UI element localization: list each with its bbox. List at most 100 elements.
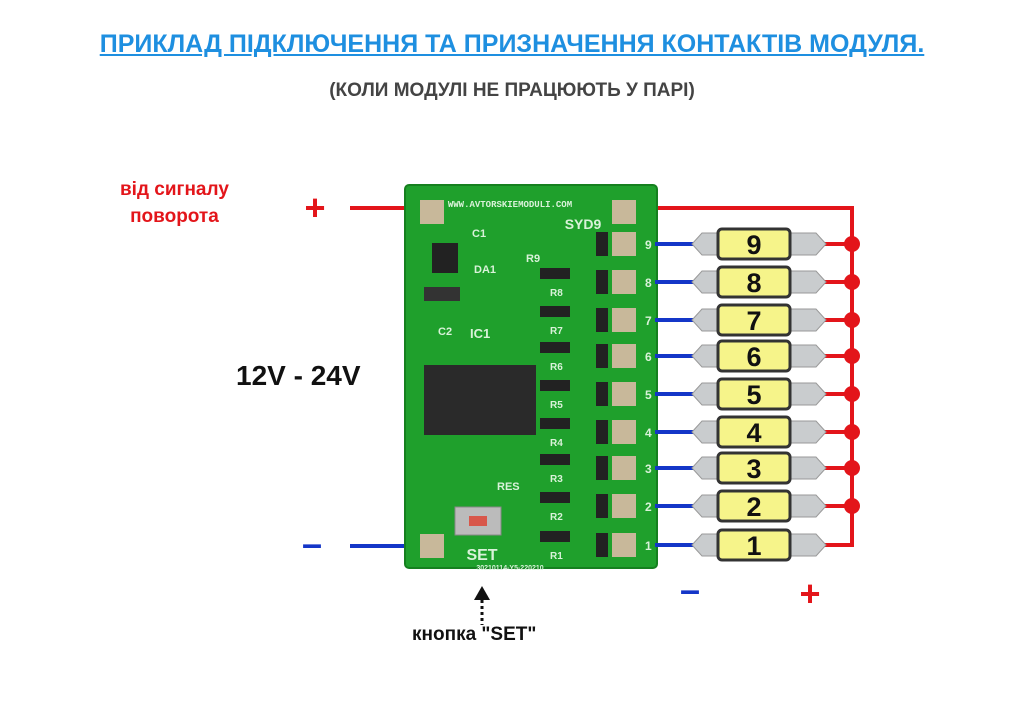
lamp-body: [716, 339, 792, 373]
transistor: [596, 420, 608, 444]
junction-dot: [844, 460, 860, 476]
minus-output-sign: –: [680, 569, 700, 610]
plus-output-sign: +: [799, 573, 820, 614]
transistor: [596, 382, 608, 406]
junction-dot: [844, 498, 860, 514]
page-subtitle: (КОЛИ МОДУЛІ НЕ ПРАЦЮЮТЬ У ПАРІ): [329, 80, 695, 101]
lamp-number: 6: [746, 342, 761, 372]
lamp-cap-right: [787, 420, 827, 444]
output-number: 6: [645, 350, 652, 364]
lamp-cap-right: [787, 308, 827, 332]
resistor-label: R3: [550, 474, 563, 485]
lamp-cap-left: [691, 344, 721, 368]
lamp-body: [716, 227, 792, 261]
set-button-label: кнопка "SET": [412, 624, 537, 645]
lamp-cap-right: [787, 344, 827, 368]
transistor: [596, 232, 608, 256]
lamp-cap-right: [787, 270, 827, 294]
lamp-body: [716, 377, 792, 411]
pcb-ic1: IC1: [470, 326, 490, 341]
junction-dot: [844, 386, 860, 402]
regulator-chip: [432, 243, 458, 273]
resistor-label: R1: [550, 551, 563, 562]
transistor: [596, 456, 608, 480]
junction-dot: [844, 236, 860, 252]
capacitor-chip: [424, 287, 460, 301]
output-pad: [612, 232, 636, 256]
set-arrow-head: [474, 586, 490, 600]
lamp-cap-left: [691, 308, 721, 332]
lamp-body: [716, 303, 792, 337]
output-number: 4: [645, 426, 652, 440]
pcb-c1: C1: [472, 228, 486, 240]
output-pad: [612, 270, 636, 294]
resistor-label: R5: [550, 400, 563, 411]
minus-input-sign: –: [302, 523, 322, 564]
output-pad: [612, 420, 636, 444]
resistor: [540, 418, 570, 429]
junction-dot: [844, 312, 860, 328]
output-number: 3: [645, 462, 652, 476]
signal-label-line2: поворота: [130, 206, 219, 227]
resistor-label: R7: [550, 326, 563, 337]
lamp-cap-left: [691, 420, 721, 444]
lamp-cap-right: [787, 494, 827, 518]
output-pad: [612, 533, 636, 557]
transistor: [596, 308, 608, 332]
transistor: [596, 270, 608, 294]
resistor-label: R8: [550, 288, 563, 299]
junction-dot: [844, 424, 860, 440]
signal-label: від сигналу поворота: [120, 176, 229, 230]
transistor: [596, 533, 608, 557]
junction-dot: [844, 348, 860, 364]
resistor: [540, 531, 570, 542]
resistor: [540, 268, 570, 279]
transistor: [596, 344, 608, 368]
output-pad: [612, 456, 636, 480]
lamp-cap-right: [787, 232, 827, 256]
ic1-chip: [424, 365, 536, 435]
voltage-label: 12V - 24V: [236, 360, 361, 391]
plus-input-sign: +: [304, 187, 325, 228]
lamp-cap-left: [691, 533, 721, 557]
minus-pad: [420, 534, 444, 558]
output-number: 5: [645, 388, 652, 402]
resistor-label: R2: [550, 512, 563, 523]
page-title: ПРИКЛАД ПІДКЛЮЧЕННЯ ТА ПРИЗНАЧЕННЯ КОНТА…: [99, 30, 925, 58]
lamp-number: 8: [746, 268, 761, 298]
pcb-set: SET: [466, 547, 497, 564]
lamp-cap-right: [787, 382, 827, 406]
lamp-number: 2: [746, 492, 761, 522]
lamp-number: 1: [746, 531, 761, 561]
resistor-label: R4: [550, 438, 563, 449]
lamp-number: 7: [746, 306, 761, 336]
set-button-cap[interactable]: [469, 516, 487, 526]
lamp-cap-left: [691, 494, 721, 518]
lamp-body: [716, 451, 792, 485]
resistor: [540, 454, 570, 465]
signal-label-line1: від сигналу: [120, 179, 229, 200]
lamp-number: 5: [746, 380, 761, 410]
lamp-cap-left: [691, 456, 721, 480]
pcb-model: SYD9: [565, 216, 602, 232]
plus-out-pad: [612, 200, 636, 224]
lamp-cap-right: [787, 533, 827, 557]
pcb-da1: DA1: [474, 264, 496, 276]
pcb-url: WWW.AVTORSKIEMODULI.COM: [448, 200, 572, 210]
pcb-res: RES: [497, 481, 520, 493]
transistor: [596, 494, 608, 518]
lamp-body: [716, 265, 792, 299]
output-pad: [612, 382, 636, 406]
plus-pad: [420, 200, 444, 224]
output-number: 2: [645, 500, 652, 514]
output-pad: [612, 344, 636, 368]
pcb-r9: R9: [526, 253, 540, 265]
output-number: 7: [645, 314, 652, 328]
resistor-label: R6: [550, 362, 563, 373]
lamp-number: 4: [746, 418, 761, 448]
output-pad: [612, 308, 636, 332]
resistor: [540, 380, 570, 391]
resistor: [540, 306, 570, 317]
pcb-c2: C2: [438, 326, 452, 338]
lamp-cap-left: [691, 382, 721, 406]
